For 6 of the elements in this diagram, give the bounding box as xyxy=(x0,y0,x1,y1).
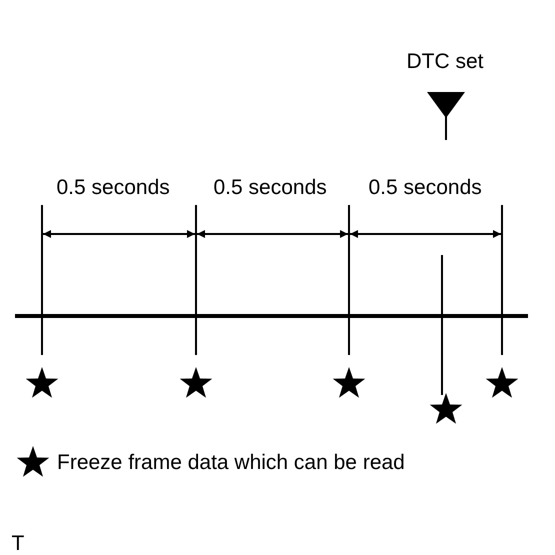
legend-text: Freeze frame data which can be read xyxy=(57,451,405,475)
event-label: DTC set xyxy=(406,50,484,74)
duration-label: 0.5 seconds xyxy=(368,176,482,200)
corner-label: T xyxy=(12,532,24,555)
duration-label: 0.5 seconds xyxy=(214,176,327,200)
duration-label: 0.5 seconds xyxy=(56,176,170,200)
